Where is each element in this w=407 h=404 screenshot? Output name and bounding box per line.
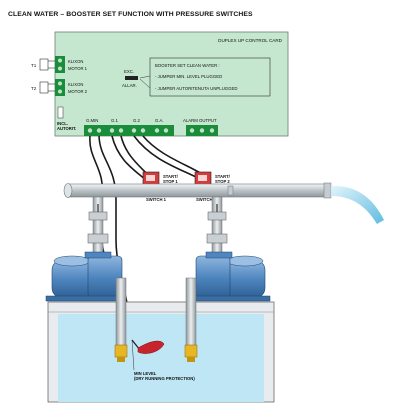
incl-label: INCL. AUTORIT. xyxy=(57,121,76,131)
klixon-terminal-2 xyxy=(55,79,65,96)
switch-1-start-label: START/ STOP 1 xyxy=(163,174,179,184)
exc-label: EXC. xyxy=(124,69,134,74)
water-outflow xyxy=(331,185,384,224)
control-card: DUPLEX UP CONTROL CARD KLIXON MOTOR 1 KL… xyxy=(31,31,289,137)
terminal-ga: G.A. xyxy=(155,118,164,123)
terminal-g2: G.2 xyxy=(133,118,141,123)
allar-label: ALLAR. xyxy=(122,83,137,88)
min-level-label: MIN LEVEL (DRY RUNNING PROTECTION) xyxy=(134,371,195,381)
suction-pipe-2 xyxy=(184,277,198,362)
info-line-1: BOOSTER SET CLEAN WATER : xyxy=(155,63,220,68)
t1-label: T1 xyxy=(31,63,37,68)
info-line-2: - JUMPER MIN. LEVEL PLUGGED xyxy=(155,74,222,79)
klixon-1-label: KLIXON MOTOR 1 xyxy=(68,59,88,71)
riser-pipe-1 xyxy=(87,196,109,258)
terminal-g1: G.1 xyxy=(111,118,119,123)
terminal-gmin: G.MIN xyxy=(86,118,98,123)
t2-switch xyxy=(39,81,55,94)
t1-switch xyxy=(39,58,55,71)
exc-jumper xyxy=(125,76,138,80)
water-tank xyxy=(47,301,275,403)
klixon-terminal-1 xyxy=(55,56,65,73)
incl-jumper xyxy=(57,106,64,119)
pump-1 xyxy=(45,251,123,302)
switch-2-start-label: START/ STOP 2 xyxy=(215,174,231,184)
info-line-3: - JUMPER AUTORITENUTA UNPLUGGED xyxy=(155,86,237,91)
min-level-probe xyxy=(131,339,165,371)
klixon-2-label: KLIXON MOTOR 2 xyxy=(68,82,88,94)
level-terminal-strip xyxy=(84,125,174,136)
card-name: DUPLEX UP CONTROL CARD xyxy=(218,38,282,43)
page-title: CLEAN WATER – BOOSTER SET FUNCTION WITH … xyxy=(8,11,253,18)
suction-pipe-1 xyxy=(114,277,128,362)
t2-label: T2 xyxy=(31,86,37,91)
pump-2 xyxy=(195,251,271,302)
info-box: BOOSTER SET CLEAN WATER : - JUMPER MIN. … xyxy=(139,57,271,97)
riser-pipe-2 xyxy=(206,196,228,258)
alarm-output-label: ALARM OUTPUT xyxy=(183,118,217,123)
delivery-manifold xyxy=(63,182,332,199)
